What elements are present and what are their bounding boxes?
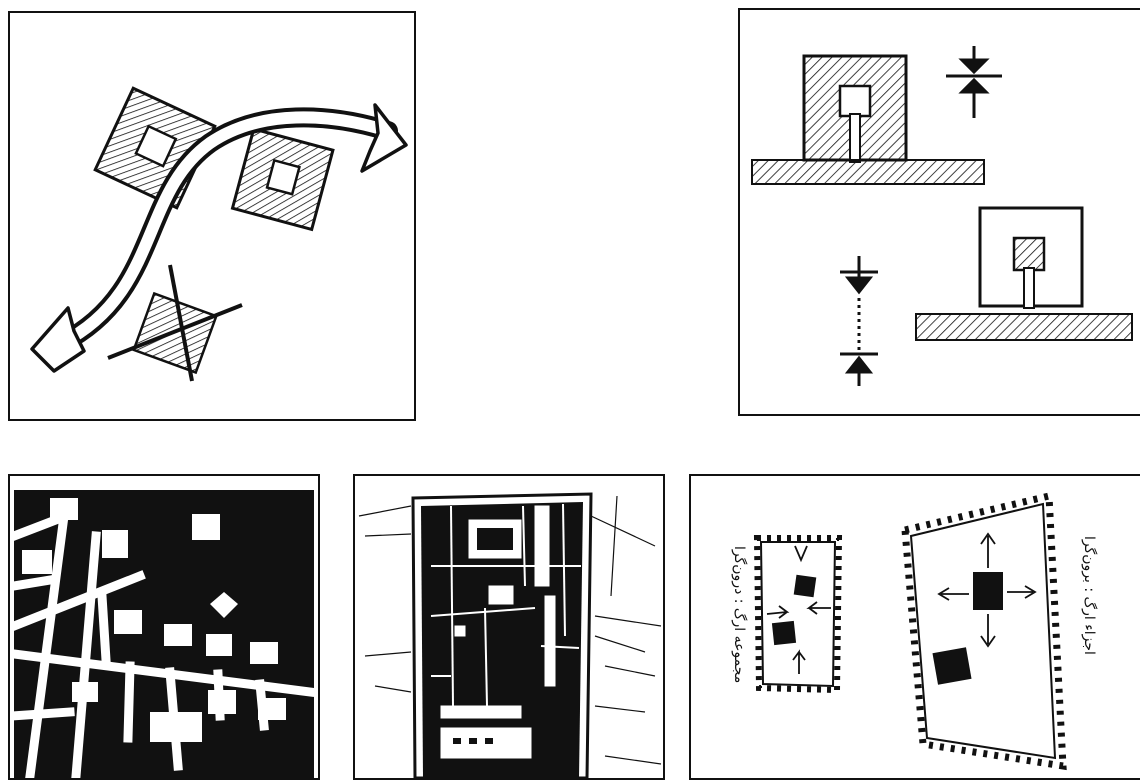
ground-strip-bottom: [916, 314, 1132, 340]
site-plan-drawing: [355, 476, 663, 778]
setback-drawing: [740, 10, 1140, 414]
panel-desire-line-sketch: [8, 11, 416, 421]
panel-site-plan: [353, 474, 665, 780]
arrowhead-right: [362, 105, 406, 171]
panel-figure-ground: [8, 474, 320, 780]
hatched-block-2: [232, 129, 332, 229]
figure-ground-drawing: [10, 476, 318, 778]
enclosure-inward: [757, 538, 839, 690]
annotation-outward: اجزاء ارگ : برون‌گرا: [1081, 536, 1097, 736]
ground-strip-top: [752, 160, 984, 184]
panel-setback-sketch: [738, 8, 1140, 416]
annotation-inward: مجموعه ارگ : درون‌گرا: [731, 546, 747, 746]
panel-inward-outward: مجموعه ارگ : درون‌گرا اجزاء ارگ : برون‌گ…: [689, 474, 1140, 780]
desire-line-drawing: [10, 13, 414, 419]
inward-outward-drawing: [691, 476, 1140, 778]
enclosure-outward: [905, 496, 1063, 766]
distance-arrows-bottom: [840, 256, 878, 386]
compression-arrows-top: [946, 46, 1002, 118]
arrowhead-left: [32, 308, 84, 371]
